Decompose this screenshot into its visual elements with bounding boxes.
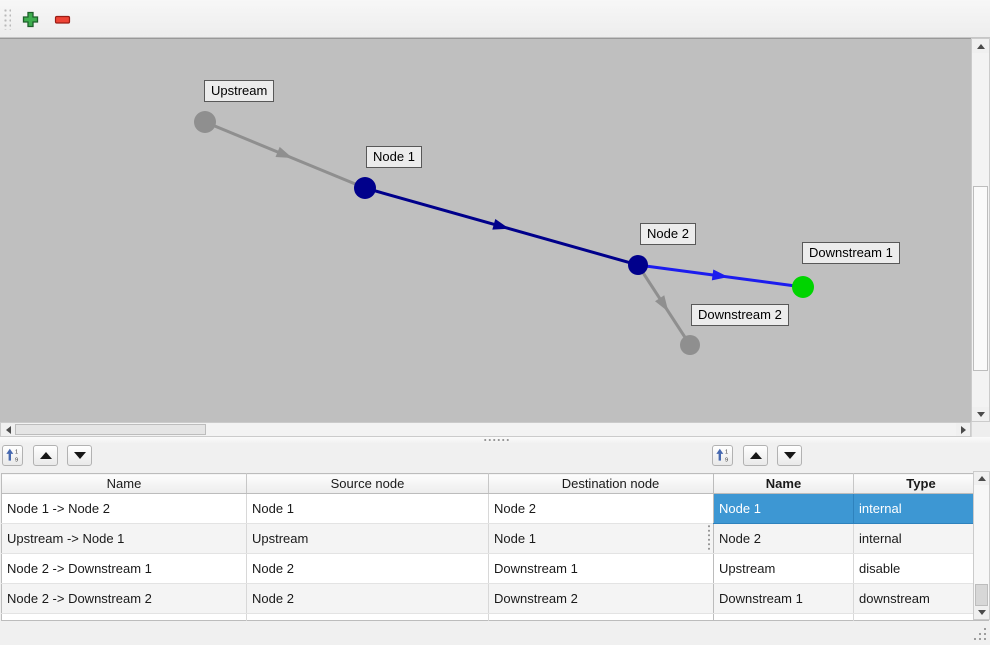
svg-text:9: 9 (15, 458, 18, 463)
svg-text:1: 1 (725, 449, 728, 455)
graph-edge-arrow-icon (711, 269, 729, 281)
edges-move-down-button[interactable] (67, 445, 92, 466)
graph-node[interactable] (792, 276, 814, 298)
arrow-right-icon (960, 425, 966, 434)
scroll-right-button[interactable] (956, 423, 970, 436)
plus-icon (22, 11, 38, 27)
table-cell[interactable]: Upstream (246, 523, 489, 554)
toolbar-drag-handle[interactable] (3, 8, 11, 30)
table-cell[interactable]: downstream (853, 583, 989, 614)
column-header[interactable]: Type (853, 473, 989, 494)
table-cell[interactable]: Node 1 (246, 493, 489, 524)
horizontal-scroll-thumb[interactable] (15, 424, 206, 435)
svg-text:9: 9 (725, 458, 728, 463)
splitter-grip-icon (483, 439, 510, 441)
node-label[interactable]: Node 1 (366, 146, 422, 168)
table-cell[interactable]: Node 2 -> Downstream 1 (1, 553, 247, 584)
triangle-up-icon (39, 452, 52, 459)
arrow-down-icon (976, 411, 985, 417)
table-cell[interactable]: Upstream -> Node 1 (1, 523, 247, 554)
canvas-vertical-scrollbar[interactable] (971, 38, 990, 422)
window-resize-grip[interactable] (984, 628, 986, 630)
table-cell[interactable]: Downstream 1 (488, 553, 733, 584)
table-cell[interactable]: disable (853, 553, 989, 584)
table-cell[interactable]: Node 2 -> Downstream 2 (1, 583, 247, 614)
graph-edge-arrow-icon (492, 219, 510, 230)
arrow-up-icon (977, 476, 986, 481)
minus-icon (54, 15, 70, 24)
table-cell[interactable]: Upstream (713, 553, 854, 584)
edges-sort-button[interactable]: 1 9 (2, 445, 23, 466)
table-cell[interactable]: Downstream 2 (488, 583, 733, 614)
table-cell[interactable]: Node 2 (488, 493, 733, 524)
canvas-horizontal-scrollbar[interactable] (0, 422, 971, 437)
table-cell[interactable]: Node 2 (246, 553, 489, 584)
scroll-down-button[interactable] (972, 407, 989, 421)
add-button[interactable] (18, 8, 42, 30)
nodes-sort-button[interactable]: 1 9 (712, 445, 733, 466)
sort-ascending-icon: 1 9 (6, 448, 18, 463)
edges-move-up-button[interactable] (33, 445, 58, 466)
nodes-table-scrollbar[interactable] (973, 471, 990, 620)
nodes-move-down-button[interactable] (777, 445, 802, 466)
node-label[interactable]: Downstream 2 (691, 304, 789, 326)
column-header[interactable]: Name (713, 473, 854, 494)
sort-ascending-icon: 1 9 (716, 448, 728, 463)
graph-node[interactable] (680, 335, 700, 355)
main-toolbar (0, 0, 990, 38)
scrollbar-corner (971, 422, 990, 437)
scroll-up-button[interactable] (972, 39, 989, 53)
horizontal-pane-splitter[interactable] (0, 437, 990, 443)
empty-row (713, 613, 989, 621)
node-label[interactable]: Upstream (204, 80, 275, 102)
arrow-left-icon (5, 425, 11, 434)
graph-node[interactable] (194, 111, 216, 133)
table-cell[interactable]: Node 1 (713, 493, 854, 524)
column-header[interactable]: Destination node (488, 473, 733, 494)
remove-button[interactable] (50, 8, 74, 30)
arrow-up-icon (976, 43, 985, 49)
vertical-scroll-thumb[interactable] (973, 186, 988, 371)
arrow-down-icon (977, 610, 986, 615)
vertical-pane-splitter[interactable] (707, 473, 712, 620)
triangle-up-icon (749, 452, 762, 459)
node-label[interactable]: Downstream 1 (802, 242, 900, 264)
table-cell[interactable]: Node 1 -> Node 2 (1, 493, 247, 524)
column-header[interactable]: Name (1, 473, 247, 494)
scroll-up-button[interactable] (974, 472, 989, 485)
table-cell[interactable]: Node 2 (246, 583, 489, 614)
empty-row (1, 613, 733, 621)
triangle-down-icon (783, 452, 796, 459)
graph-node[interactable] (628, 255, 648, 275)
nodes-move-up-button[interactable] (743, 445, 768, 466)
node-label[interactable]: Node 2 (640, 223, 696, 245)
triangle-down-icon (73, 452, 86, 459)
splitter-grip-icon (708, 524, 710, 550)
column-header[interactable]: Source node (246, 473, 489, 494)
table-cell[interactable]: Downstream 1 (713, 583, 854, 614)
table-cell[interactable]: internal (853, 493, 989, 524)
scroll-down-button[interactable] (974, 606, 989, 619)
graph-edge-arrow-icon (275, 146, 293, 159)
table-cell[interactable]: Node 2 (713, 523, 854, 554)
nodes-scroll-thumb[interactable] (975, 584, 988, 606)
table-cell[interactable]: Node 1 (488, 523, 733, 554)
scroll-left-button[interactable] (1, 423, 15, 436)
graph-edge-arrow-icon (655, 295, 669, 312)
graph-node[interactable] (354, 177, 376, 199)
table-cell[interactable]: internal (853, 523, 989, 554)
graph-svg (194, 111, 814, 355)
svg-text:1: 1 (15, 449, 18, 455)
